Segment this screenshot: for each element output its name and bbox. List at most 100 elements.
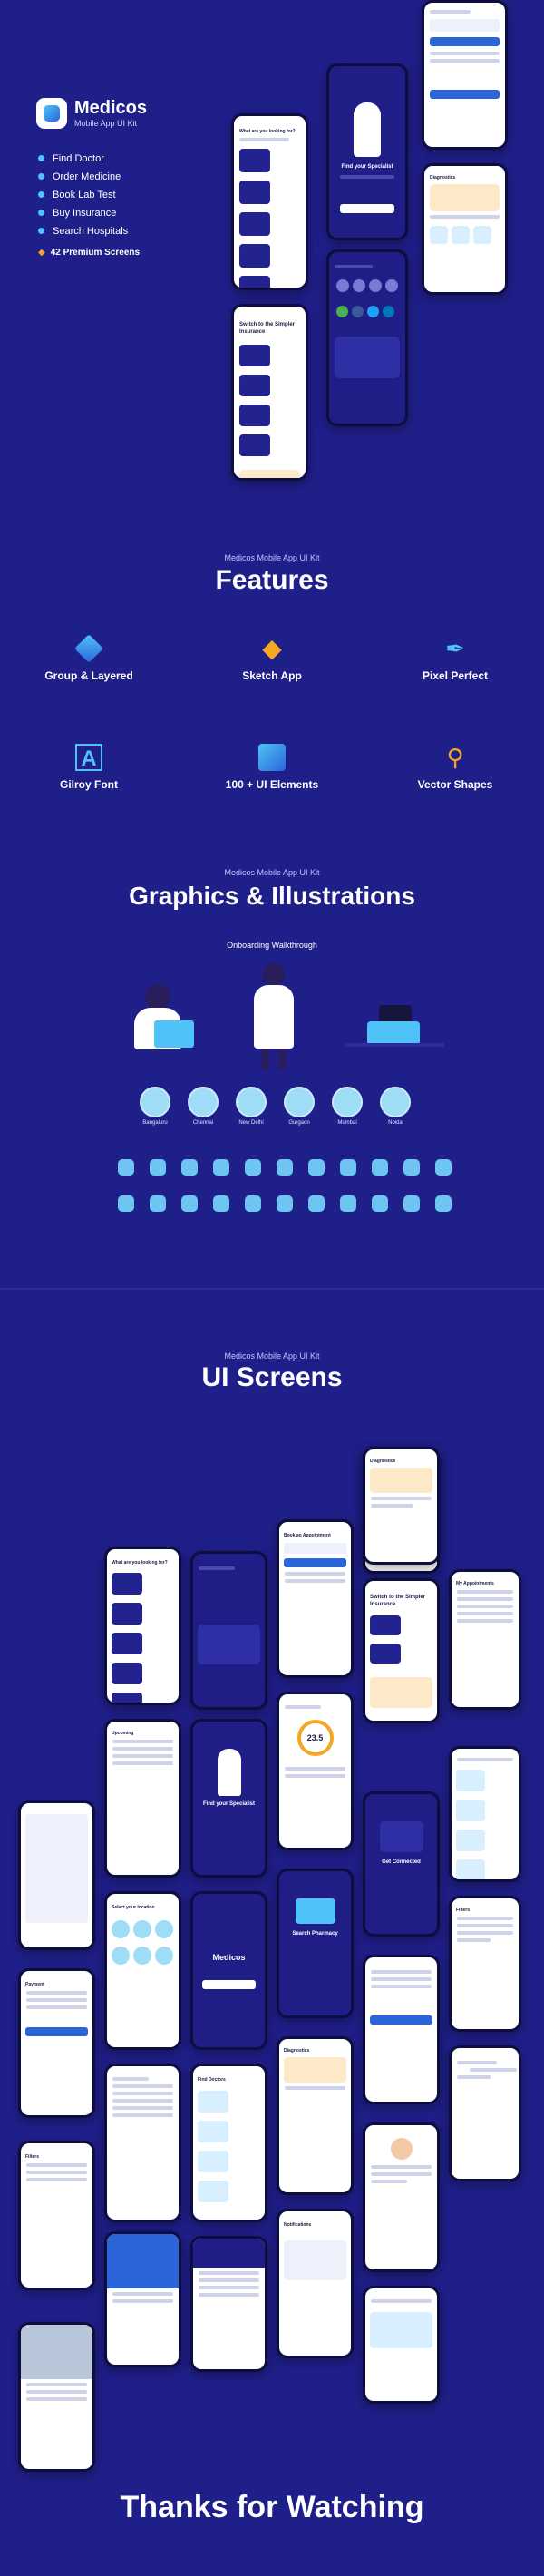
medical-icon [372,1159,388,1176]
feature-elements: 100 + UI Elements [190,744,354,791]
city-item: Noida [376,1087,414,1126]
phone-upcoming: Upcoming [104,1719,181,1878]
phone-diagnostics-2: Diagnostics [363,1447,440,1565]
premium-badge: ◆42 Premium Screens [38,248,141,258]
features-title: Features [215,565,329,595]
medical-icon [213,1195,229,1212]
medical-icon [118,1159,134,1176]
phone-calendar [422,0,508,150]
city-item: Chennai [184,1087,222,1126]
city-landmark-icon [140,1087,170,1117]
phone-my-appt: My Appointments [449,1569,521,1710]
font-icon: A [75,744,102,771]
phone-heading: Filters [456,1908,471,1913]
city-item: Mumbai [328,1087,366,1126]
brand-name: Medicos [74,98,148,118]
phone-heading: Switch to the Simpler Insurance [239,322,296,335]
phone-heading: Notifications [284,2222,312,2228]
list-item: Buy Insurance [38,204,140,222]
doctor-laptop-illustration [127,984,209,1057]
phone-doctor-list [104,2064,181,2222]
bullet-icon [38,210,44,216]
phone-blog [104,2231,181,2367]
phone-payment: Payment [18,1968,95,2118]
list-item: Order Medicine [38,168,140,186]
doctor-illustration [354,102,381,157]
phone-book-appt: Book an Appointment [277,1519,354,1678]
medical-icon [150,1159,166,1176]
medical-icon [403,1195,420,1212]
phone-heading: Book an Appointment [284,1533,331,1538]
phone-specialist: Find your Specialist [326,63,408,240]
medical-icon [245,1159,261,1176]
feature-pixel: ✒ Pixel Perfect [422,635,489,682]
city-item: Gurgaon [280,1087,318,1126]
score-gauge: 23.5 [296,1720,334,1756]
sketch-icon: ◆ [38,248,45,258]
people-illustration [335,337,400,378]
medical-icon [213,1159,229,1176]
phone-heading: Diagnostics [284,2048,310,2054]
phone-heading: Get Connected [382,1859,421,1865]
phone-heading: What are you looking for? [239,129,296,134]
graphics-title: Graphics & Illustrations [129,882,415,910]
medical-icon [403,1159,420,1176]
phone-heading: Diagnostics [430,175,456,181]
footer-title: Thanks for Watching [120,2490,424,2524]
sketch-icon: ◆ [262,634,282,662]
phone-heading: What are you looking for? [112,1560,168,1566]
phone-invite [326,249,408,426]
screens-eyebrow: Medicos Mobile App UI Kit [224,1351,320,1361]
feature-layers: Group & Layered [7,634,170,682]
phone-home: What are you looking for? [231,113,308,290]
phone-diagnostics: Diagnostics [422,163,508,295]
phone-heading: Diagnostics [370,1459,396,1464]
phone-invite-2 [190,1551,267,1710]
medical-icon [118,1195,134,1212]
phone-notifications: Notifications [277,2209,354,2358]
feature-font: A Gilroy Font [7,744,170,791]
phone-specialist-2: Find your Specialist [190,1719,267,1878]
bullet-icon [38,228,44,234]
medical-icon [340,1159,356,1176]
phone-heading: Upcoming [112,1731,134,1736]
phone-heading: Payment [25,1982,44,1987]
phone-menu [190,2236,267,2372]
phone-filters-2: Filters [18,2141,95,2290]
hero-list: Find Doctor Order Medicine Book Lab Test… [38,150,140,262]
phone-order-medicine [449,1746,521,1882]
medical-icon [245,1195,261,1212]
section-divider [0,1288,544,1290]
phone-heading: Select your location [112,1905,155,1910]
phone-insurance: Switch to the Simpler Insurance [231,304,308,481]
feature-sketch: ◆ Sketch App [242,634,302,683]
list-item: Find Doctor [38,150,140,168]
cube-icon [258,744,286,771]
phone-video [363,2286,440,2404]
phone-doctor-profile [363,2122,440,2272]
phone-insurance-2: Switch to the Simpler Insurance [363,1578,440,1723]
phone-article [18,2322,95,2472]
city-item: New Delhi [232,1087,270,1126]
medical-icon [181,1195,198,1212]
phone-diagnostics-3: Diagnostics [277,2036,354,2195]
city-item: Bangaluru [136,1087,174,1126]
phone-splash: Medicos [190,1891,267,2050]
splash-logo: Medicos [212,1953,246,1962]
screens-title: UI Screens [201,1362,343,1392]
city-landmark-icon [284,1087,315,1117]
phone-heading: Find your Specialist [341,164,393,170]
city-landmark-icon [188,1087,219,1117]
brand-subtitle: Mobile App UI Kit [74,119,138,128]
phone-heading: Switch to the Simpler Insurance [370,1595,426,1607]
phone-heading: Search Pharmacy [292,1931,338,1937]
medical-icon [435,1195,452,1212]
medical-icon [150,1195,166,1212]
layers-icon [74,634,103,663]
medical-icon [277,1195,293,1212]
phone-get-connected: Get Connected [363,1791,440,1937]
phone-heading: Find your Specialist [202,1801,255,1807]
city-landmark-icon [380,1087,411,1117]
city-landmark-icon [236,1087,267,1117]
phone-find-doctor: Find Doctors [190,2064,267,2222]
